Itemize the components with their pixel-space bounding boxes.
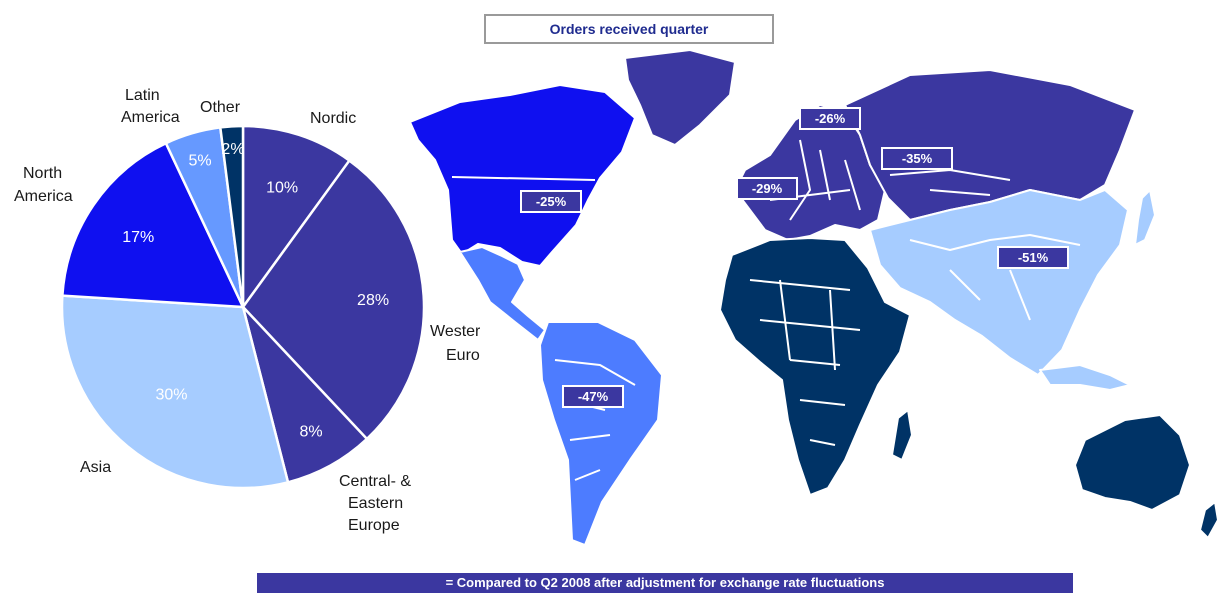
map-label-latin-america: -47% <box>562 385 624 408</box>
map-label-north-america: -25% <box>520 190 582 213</box>
svg-text:-47%: -47% <box>578 389 609 404</box>
map-south-america <box>539 321 663 546</box>
map-label-central-eastern-europe: -35% <box>881 147 953 170</box>
footer-note: = Compared to Q2 2008 after adjustment f… <box>257 573 1073 593</box>
map-label-nordic: -26% <box>799 107 861 130</box>
svg-text:-25%: -25% <box>536 194 567 209</box>
label-asia: Asia <box>80 459 111 476</box>
map-africa-borders <box>749 279 861 446</box>
map-label-asia: -51% <box>997 246 1069 269</box>
map-north-america <box>409 84 636 267</box>
pie-slice-north-america <box>61 141 246 309</box>
map-asia-borders <box>909 234 1081 321</box>
pie-slice-central-eastern-europe <box>241 306 369 484</box>
pie-value-label: 17% <box>122 229 154 246</box>
label-other: Other <box>200 99 241 116</box>
world-map: -25% -47% -26% -29% -35% -51% <box>409 49 1219 546</box>
map-europe-borders <box>769 139 861 221</box>
pie-value-label: 10% <box>266 180 298 197</box>
chart-title: Orders received quarter <box>484 14 774 44</box>
pie-slice-other <box>218 124 245 308</box>
map-asia <box>869 189 1129 376</box>
map-central-america <box>459 246 546 341</box>
svg-text:-26%: -26% <box>815 111 846 126</box>
map-africa <box>719 237 911 496</box>
map-new-zealand <box>1199 501 1219 539</box>
pie-chart: 10%28%8%30%17%5%2% Nordic WesternEurope … <box>14 87 480 534</box>
map-southeast-islands <box>1039 364 1131 391</box>
svg-text:-51%: -51% <box>1018 250 1049 265</box>
map-madagascar <box>891 409 913 461</box>
map-japan <box>1134 189 1156 246</box>
pie-slice-asia <box>60 294 290 490</box>
label-nordic: Nordic <box>310 110 356 127</box>
map-label-western-europe: -29% <box>736 177 798 200</box>
pie-value-label: 2% <box>221 141 244 158</box>
label-western-europe: WesternEurope <box>430 323 480 364</box>
map-north-america-border <box>451 176 596 181</box>
svg-text:-29%: -29% <box>752 181 783 196</box>
svg-text:-35%: -35% <box>902 151 933 166</box>
pie-value-label: 5% <box>189 152 212 169</box>
pie-slice-western-europe <box>241 158 426 441</box>
map-greenland <box>624 49 736 146</box>
map-australia <box>1074 414 1191 511</box>
pie-value-label: 30% <box>155 386 187 403</box>
pie-value-label: 28% <box>357 292 389 309</box>
pie-slice-nordic <box>241 124 352 311</box>
pie-value-label: 8% <box>299 424 322 441</box>
